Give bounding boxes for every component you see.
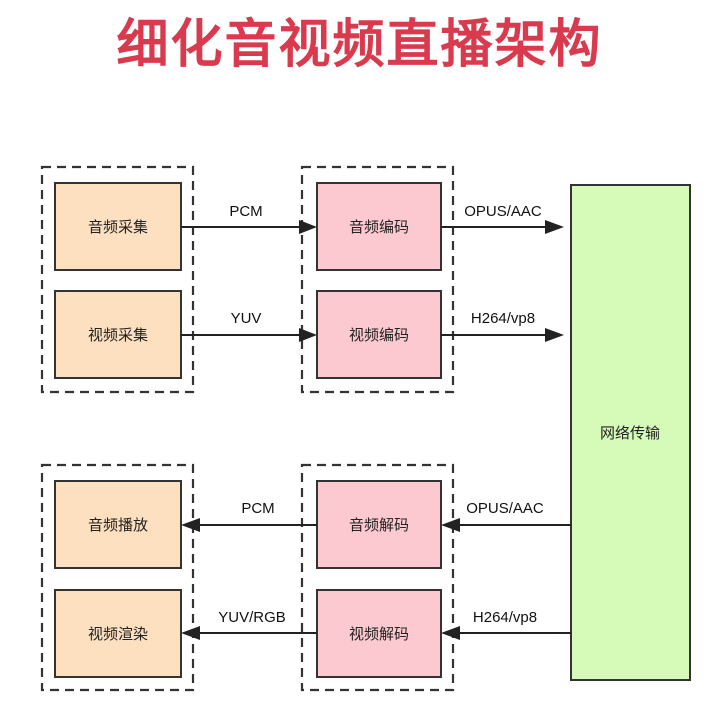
decode-group [300,463,455,692]
audio-encode-label: 音频编码 [349,218,409,236]
audio-play-node [54,480,182,569]
video-capture-node [54,290,182,379]
video-decode-label: 视频解码 [349,625,409,643]
audio-play-label: 音频播放 [88,516,148,534]
edge-label-opus-up: OPUS/AAC [464,203,542,220]
capture-group [40,165,195,394]
video-encode-label: 视频编码 [349,326,409,344]
video-encode-node [316,290,442,379]
network-node [570,184,691,681]
page-title: 细化音视频直播架构 [116,15,603,75]
encode-group [300,165,455,394]
edge-label-h264-down: H264/vp8 [473,609,537,626]
audio-decode-node [316,480,442,569]
edge-label-pcm-down: PCM [241,500,274,517]
arrow-opus-up [441,220,564,234]
arrow-opus-down [441,518,571,532]
arrow-yuv-up [181,328,317,342]
audio-capture-node [54,182,182,271]
edge-label-yuvrgb-down: YUV/RGB [218,609,286,626]
video-render-label: 视频渲染 [88,625,148,643]
edge-label-yuv-up: YUV [231,310,262,327]
audio-decode-label: 音频解码 [349,516,409,534]
audio-encode-node [316,182,442,271]
arrow-h264-down [441,626,571,640]
network-label: 网络传输 [600,424,660,442]
arrow-yuvrgb-down [181,626,317,640]
video-render-node [54,589,182,678]
video-capture-label: 视频采集 [88,326,148,344]
playback-group [40,463,195,692]
audio-capture-label: 音频采集 [88,218,148,236]
edge-label-h264-up: H264/vp8 [471,310,535,327]
edge-label-opus-down: OPUS/AAC [466,500,544,517]
arrow-h264-up [441,328,564,342]
arrow-pcm-down [181,518,317,532]
arrow-pcm-up [181,220,317,234]
edge-label-pcm-up: PCM [229,203,262,220]
